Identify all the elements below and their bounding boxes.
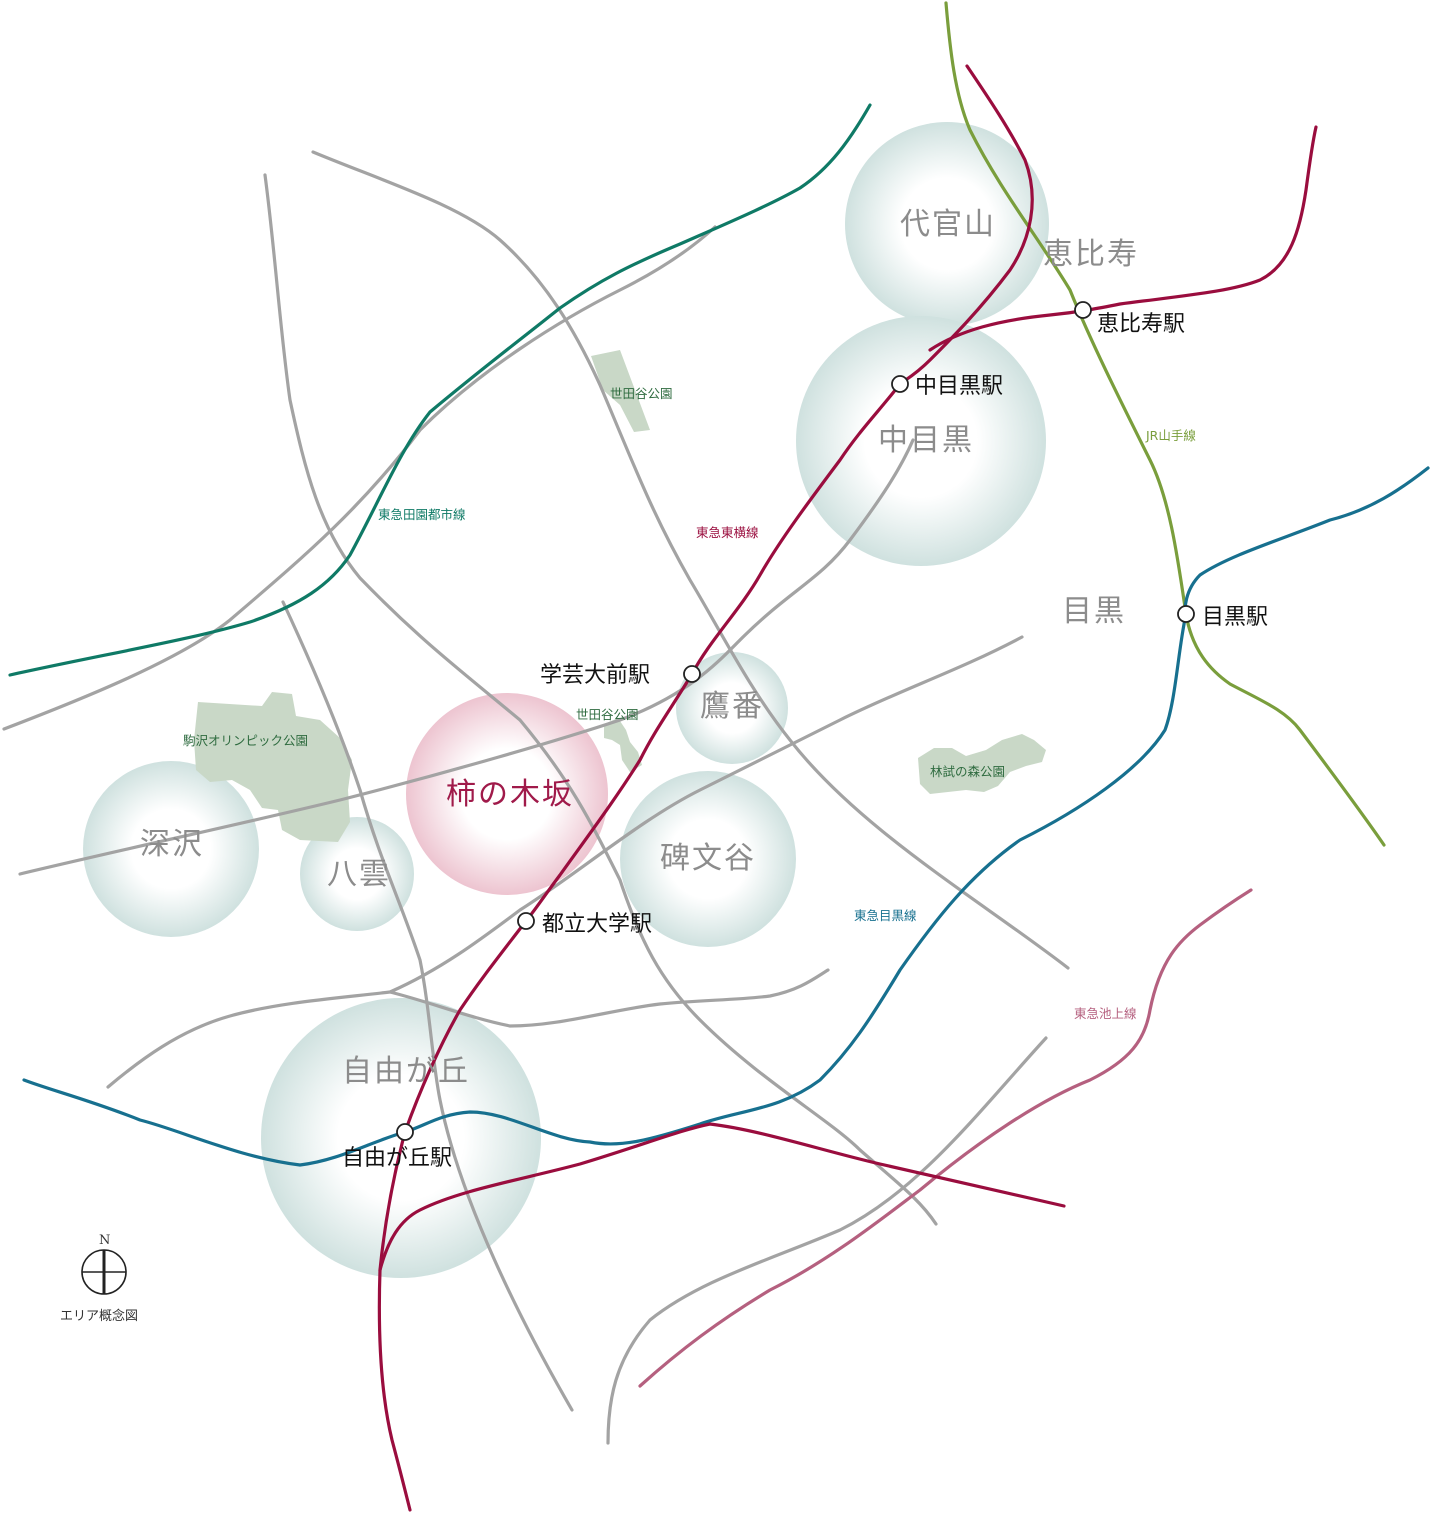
label-park-komazawa: 駒沢オリンピック公園: [183, 733, 308, 748]
label-area-ebisu: 恵比寿: [1043, 237, 1139, 272]
label-park-setagaya-north: 世田谷公園: [610, 386, 673, 401]
label-station-ebisu: 恵比寿駅: [1097, 312, 1185, 337]
compass-north-label: N: [99, 1233, 110, 1248]
road-2: [263, 173, 938, 1226]
label-area-fukasawa: 深沢: [140, 827, 204, 862]
line-ikegami: [638, 888, 1253, 1388]
label-station-jiyugaoka: 自由が丘駅: [342, 1146, 452, 1171]
circle-kakinokizaka: [406, 693, 608, 895]
line-labels: 東急田園都市線 東急東横線 JR山手線 東急目黒線 東急池上線: [378, 428, 1196, 1021]
line-yamanote: [944, 1, 1386, 847]
compass-caption: エリア概念図: [60, 1308, 138, 1324]
line-meguro: [22, 466, 1430, 1167]
station-marker-ebisu: [1074, 301, 1092, 319]
station-marker-gakugeidaigaku: [683, 665, 701, 683]
label-area-yakumo: 八雲: [327, 857, 391, 892]
label-station-meguro: 目黒駅: [1202, 605, 1268, 630]
label-area-daikanyama: 代官山: [900, 207, 996, 242]
label-park-rinshi: 林試の森公園: [930, 764, 1005, 779]
label-line-toyoko: 東急東横線: [696, 525, 759, 540]
park-setagaya-south: [604, 718, 642, 772]
park-labels: 世田谷公園 世田谷公園 駒沢オリンピック公園 林試の森公園: [183, 386, 1005, 779]
road-6: [281, 600, 574, 1412]
label-station-gakugeidaigaku: 学芸大前駅: [540, 663, 650, 688]
line-denentoshi: [8, 103, 872, 677]
station-marker-meguro: [1177, 605, 1195, 623]
area-labels: 代官山 恵比寿 中目黒 目黒 鷹番 碑文谷 柿の木坂 深沢 八雲 自由が丘: [140, 207, 1139, 1089]
road-3: [2, 225, 717, 731]
road-5: [106, 635, 1024, 1089]
circle-nakameguro: [796, 316, 1046, 566]
label-area-takaban: 鷹番: [700, 689, 764, 724]
circle-takaban: [676, 652, 788, 764]
label-line-yamanote: JR山手線: [1145, 428, 1196, 443]
roads: [2, 150, 1070, 1445]
label-area-kakinokizaka: 柿の木坂: [446, 777, 574, 812]
line-toyoko: [377, 64, 1034, 1512]
label-line-denentoshi: 東急田園都市線: [378, 507, 466, 522]
circle-fukasawa: [83, 761, 259, 937]
parks: [194, 350, 1046, 842]
stations: 恵比寿駅 中目黒駅 目黒駅 学芸大前駅 都立大学駅 自由が丘駅: [342, 301, 1268, 1171]
label-area-jiyugaoka: 自由が丘: [342, 1054, 470, 1089]
park-setagaya-north: [591, 350, 650, 432]
park-rinshi: [918, 734, 1046, 794]
station-marker-toritsudaigaku: [517, 912, 535, 930]
station-marker-jiyugaoka: [396, 1123, 414, 1141]
circle-daikanyama: [845, 122, 1049, 326]
label-station-nakameguro: 中目黒駅: [915, 374, 1003, 399]
label-station-toritsudaigaku: 都立大学駅: [542, 912, 652, 937]
line-oimachi: [378, 1122, 1066, 1272]
label-line-meguro: 東急目黒線: [854, 908, 917, 923]
circle-himonya: [620, 771, 796, 947]
area-circles: [83, 122, 1049, 1278]
rail-lines: [8, 1, 1430, 1512]
label-line-ikegami: 東急池上線: [1074, 1006, 1137, 1021]
road-7: [388, 968, 830, 1028]
label-park-setagaya-south: 世田谷公園: [576, 707, 639, 722]
road-1: [311, 150, 1070, 970]
line-toyoko-branch-ebisu: [928, 125, 1318, 352]
circle-yakumo: [300, 817, 414, 931]
compass: N エリア概念図: [60, 1233, 138, 1324]
label-area-nakameguro: 中目黒: [878, 423, 974, 458]
road-4: [18, 438, 915, 876]
label-area-meguro: 目黒: [1062, 594, 1126, 629]
label-area-himonya: 碑文谷: [660, 841, 756, 876]
station-marker-nakameguro: [891, 375, 909, 393]
road-8: [606, 1036, 1048, 1445]
park-komazawa: [194, 692, 352, 842]
